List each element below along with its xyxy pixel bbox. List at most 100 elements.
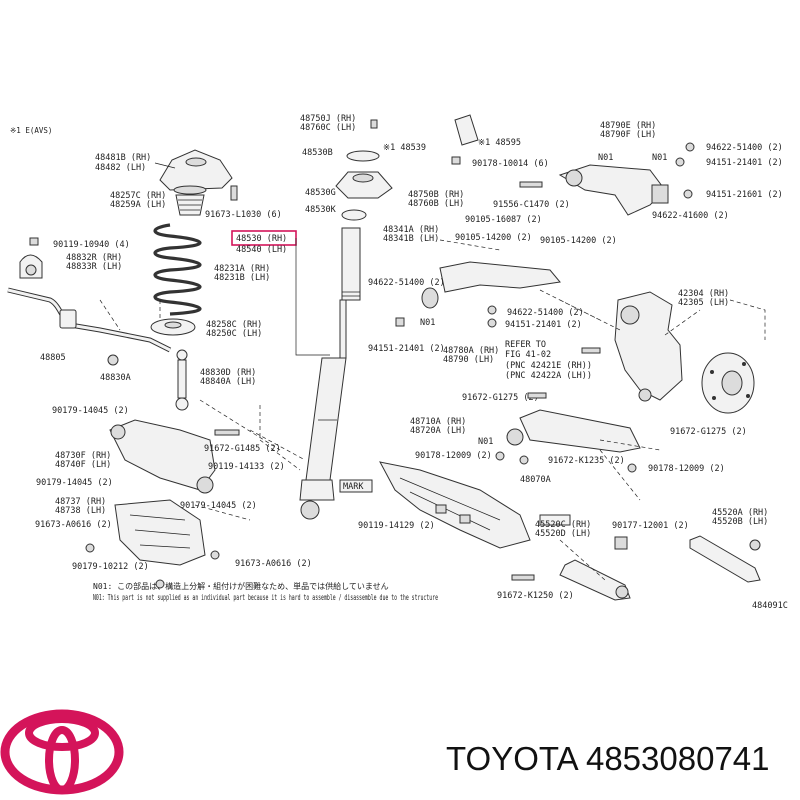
- label-94151-21601: 94151-21601 (2): [706, 190, 783, 200]
- label-90119-10940: 90119-10940 (4): [53, 240, 130, 250]
- label-48737: 48737 (RH): [55, 497, 106, 507]
- label-90178-12009-a: 90178-12009 (2): [415, 451, 492, 461]
- label-48530k: 48530K: [305, 205, 337, 215]
- label-90178-10014: 90178-10014 (6): [472, 159, 549, 169]
- label-91673-a0616-b: 91673-A0616 (2): [235, 559, 312, 569]
- label-91672-k1250: 91672-K1250 (2): [497, 591, 574, 601]
- bracket-48595-part: [454, 114, 479, 146]
- label-48833: 48833R (LH): [66, 262, 122, 272]
- stabilizer-bar-part: [7, 287, 172, 353]
- label-91673-l1030: 91673-L1030 (6): [205, 210, 282, 220]
- label-n01-c: N01: [420, 318, 435, 328]
- label-45520b: 45520B (LH): [712, 517, 768, 527]
- label-n01-a: N01: [598, 153, 613, 163]
- stabilizer-link-part: [175, 349, 189, 411]
- label-42304: 42304 (RH): [678, 289, 729, 299]
- label-48805: 48805: [40, 353, 66, 363]
- knuckle-part: [614, 291, 683, 402]
- label-48341b: 48341B (LH): [383, 234, 439, 244]
- label-48738: 48738 (LH): [55, 506, 106, 516]
- label-48720: 48720A (LH): [410, 426, 466, 436]
- nut-48830a-part: [107, 354, 119, 366]
- label-90179-14045-c: 90179-14045 (2): [180, 501, 257, 511]
- spring-seat-part: [150, 318, 196, 336]
- label-48760b: 48760B (LH): [408, 199, 464, 209]
- label-48710: 48710A (RH): [410, 417, 466, 427]
- bump-stopper-part: [173, 185, 207, 216]
- label-90179-14045-b: 90179-14045 (2): [36, 478, 113, 488]
- upper-arm-48790-part: [558, 164, 669, 216]
- label-90119-14129: 90119-14129 (2): [358, 521, 435, 531]
- label-94151-21401-r: 94151-21401 (2): [505, 320, 582, 330]
- label-48840a: 48840A (LH): [200, 377, 256, 387]
- refer-line-3: (PNC 42421E (RH)): [505, 361, 592, 371]
- label-48750b: 48750B (RH): [408, 190, 464, 200]
- label-n01-b: N01: [652, 153, 667, 163]
- label-48595: ※1 48595: [478, 138, 521, 148]
- label-48259: 48259A (LH): [110, 200, 166, 210]
- label-91672-k1235: 91672-K1235 (2): [548, 456, 625, 466]
- upper-seat-part: [346, 150, 380, 162]
- label-48231a: 48231A (RH): [214, 264, 270, 274]
- sub-frame-part: [379, 461, 531, 549]
- label-48482: 48482 (LH): [95, 163, 146, 173]
- label-n01-d: N01: [478, 437, 493, 447]
- label-48481: 48481B (RH): [95, 153, 151, 163]
- label-48830d: 48830D (RH): [200, 368, 256, 378]
- refer-line-2: FIG 41-02: [505, 350, 551, 360]
- stabilizer-bushing-part: [19, 254, 43, 279]
- label-48341a: 48341A (RH): [383, 225, 439, 235]
- label-90177-12001: 90177-12001 (2): [612, 521, 689, 531]
- label-90105-14200-a: 90105-14200 (2): [455, 233, 532, 243]
- label-48760c: 48760C (LH): [300, 123, 356, 133]
- label-94622-51400-r: 94622-51400 (2): [507, 308, 584, 318]
- label-94622-51400-mid: 94622-51400 (2): [368, 278, 445, 288]
- label-48740f: 48740F (LH): [55, 460, 111, 470]
- label-42305: 42305 (LH): [678, 298, 729, 308]
- label-48530g: 48530G: [305, 188, 336, 198]
- diagram-header: ※1 E(AVS): [10, 126, 52, 135]
- label-45520d: 45520D (LH): [535, 529, 591, 539]
- label-90105-16087: 90105-16087 (2): [465, 215, 542, 225]
- figure-code: 484091C: [752, 601, 788, 611]
- bolt-91672-g1485-part: [214, 429, 240, 436]
- label-94622-41600: 94622-41600 (2): [652, 211, 729, 221]
- label-48530: 48530 (RH): [236, 234, 287, 244]
- label-48832: 48832R (RH): [66, 253, 122, 263]
- lower-arm-48710-part: [506, 409, 641, 453]
- label-48250: 48250C (LH): [206, 329, 262, 339]
- label-94151-21401-b: 94151-21401 (2): [368, 344, 445, 354]
- label-45520a: 45520A (RH): [712, 508, 768, 518]
- toe-link-part: [559, 559, 631, 601]
- label-90105-14200-b: 90105-14200 (2): [540, 236, 617, 246]
- label-48790f: 48790F (LH): [600, 130, 656, 140]
- refer-line-4: (PNC 42422A (LH)): [505, 371, 592, 381]
- label-48750j: 48750J (RH): [300, 114, 356, 124]
- label-94151-21401-top: 94151-21401 (2): [706, 158, 783, 168]
- label-94622-51400-top: 94622-51400 (2): [706, 143, 783, 153]
- label-90119-14133: 90119-14133 (2): [208, 462, 285, 472]
- label-91672-g1275-b: 91672-G1275 (2): [670, 427, 747, 437]
- brand-footer: [0, 709, 124, 795]
- label-48790e: 48790E (RH): [600, 121, 656, 131]
- brand-caption: TOYOTA 4853080741: [446, 740, 770, 777]
- label-45520c: 45520C (RH): [535, 520, 591, 530]
- coil-spring-part: [153, 223, 202, 316]
- label-48530b: 48530B: [302, 148, 333, 158]
- label-48780a: 48780A (RH): [443, 346, 499, 356]
- label-48790: 48790 (LH): [443, 355, 494, 365]
- bolt-91673-part: [230, 185, 238, 201]
- upper-mount-part: [335, 171, 393, 199]
- note-n01-ja: N01: この部品は、構造上分解・組付けが困難なため、単品では供給していません: [93, 581, 389, 591]
- label-91672-g1485: 91672-G1485 (2): [204, 444, 281, 454]
- label-90178-12009-b: 90178-12009 (2): [648, 464, 725, 474]
- toyota-logo-icon: [0, 709, 124, 795]
- label-90179-14045-a: 90179-14045 (2): [52, 406, 129, 416]
- label-91556-c1470: 91556-C1470 (2): [493, 200, 570, 210]
- label-48540: 48540 (LH): [236, 245, 287, 255]
- refer-line-1: REFER TO: [505, 340, 546, 350]
- label-48830a: 48830A: [100, 373, 131, 383]
- lower-cover-part: [114, 499, 206, 566]
- label-90179-10212: 90179-10212 (2): [72, 562, 149, 572]
